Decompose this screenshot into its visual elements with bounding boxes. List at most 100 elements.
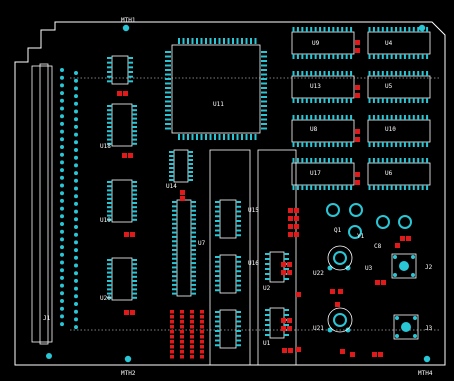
u7-pin (191, 257, 196, 260)
ram-right-3-pin (395, 185, 398, 190)
smd-pad (355, 85, 360, 90)
u16b-pin (236, 344, 241, 347)
ram-right-2-pin (395, 115, 398, 120)
jack-pad (395, 334, 399, 338)
qfp-pin (165, 64, 171, 67)
u7-pin (191, 222, 196, 225)
ram-left-2-pin (350, 142, 353, 147)
header-pad (60, 275, 64, 280)
ram-right-3-pin (426, 158, 429, 163)
resistor-array-pad (180, 335, 184, 339)
u20-pin (132, 296, 137, 299)
u14-pin (188, 159, 193, 161)
ram-left-0-pin (301, 27, 304, 32)
label-u8: U8 (310, 126, 318, 133)
qfp-pin (187, 134, 189, 140)
u20-pin (132, 267, 137, 270)
header-pad (60, 206, 64, 211)
ram-right-3-pin (426, 185, 429, 190)
header-pad (60, 137, 64, 142)
u2-pin (284, 258, 289, 260)
u1-pin (265, 309, 270, 311)
u19-pin (132, 181, 137, 183)
qfp-pin (261, 51, 267, 53)
u19-pin (132, 210, 137, 213)
u16b-pin (215, 325, 220, 328)
u20-pin (107, 259, 112, 261)
smd-pad (282, 348, 287, 353)
ram-left-3-pin (296, 185, 299, 190)
u7-pin (191, 240, 196, 243)
header-pad (60, 114, 64, 119)
u7-pin (172, 283, 177, 286)
header-pad (74, 286, 78, 291)
header-pad (60, 283, 64, 288)
label-u9: U9 (312, 40, 320, 47)
ram-right-1-pin (386, 98, 389, 103)
qfp-pin (261, 78, 267, 80)
qfp-pin (165, 78, 171, 80)
ram-left-3-pin (310, 158, 313, 163)
u15-pin (215, 224, 220, 227)
header-pad (74, 309, 78, 314)
u18-pin (132, 142, 137, 145)
resistor-array-pad (180, 345, 184, 349)
ram-right-0-pin (372, 54, 375, 59)
ram-left-2-pin (345, 115, 348, 120)
u7-pin (172, 275, 177, 278)
ram-right-2-pin (426, 115, 429, 120)
label-u1: U1 (263, 340, 271, 347)
qfp-pin (261, 73, 267, 76)
ram-left-1-pin (350, 71, 353, 76)
round-pad (349, 203, 363, 217)
u7-pin (172, 214, 177, 217)
qfp-pin (245, 38, 248, 44)
u19-body (111, 179, 133, 223)
ram-left-1-pin (314, 98, 317, 103)
round-pad (333, 251, 347, 265)
ram-left-0-pin (292, 54, 295, 59)
ram-right-3-pin (403, 185, 406, 190)
u18-pin (107, 130, 112, 133)
u15-pin (236, 234, 241, 237)
ram-right-3-pin (390, 158, 393, 163)
qfp-pin (178, 38, 180, 44)
resistor-array-pad (170, 315, 174, 319)
u16b-pin (236, 311, 241, 313)
qfp-pin (261, 109, 267, 112)
u15-pin (236, 210, 241, 213)
label-u19: U19 (100, 217, 111, 224)
header-pad (60, 168, 64, 173)
ram-right-2-pin (403, 115, 406, 120)
smd-pad (375, 280, 380, 285)
u1-pin (284, 324, 289, 326)
ram-right-3-pin (399, 185, 402, 190)
header-pad (60, 229, 64, 234)
ram-right-1-pin (372, 98, 375, 103)
smd-pad (281, 326, 286, 331)
ram-left-0-pin (332, 54, 335, 59)
ram-right-2-pin (408, 115, 411, 120)
u18-top-pin (128, 66, 133, 69)
ram-left-0-pin (332, 27, 335, 32)
qfp-u11 (165, 38, 267, 140)
smd-pad (124, 232, 129, 237)
smd-pad (378, 352, 383, 357)
u15-pin (236, 229, 241, 232)
smd-pad (355, 93, 360, 98)
u18-pin (107, 117, 112, 120)
ram-left-1-pin (292, 71, 295, 76)
u19-pin (107, 189, 112, 192)
ram-left-0-pin (327, 54, 330, 59)
u20-pin (107, 292, 112, 295)
ram-left-3-pin (310, 185, 313, 190)
ram-left-2-pin (323, 142, 326, 147)
ram-left-2-pin (336, 142, 339, 147)
ram-right-1-pin (408, 71, 411, 76)
u20-pin (132, 280, 137, 282)
u16-pin (215, 275, 220, 277)
ram-left-1-pin (319, 98, 322, 103)
u20-pin (132, 284, 137, 287)
u20-pin (132, 259, 137, 261)
